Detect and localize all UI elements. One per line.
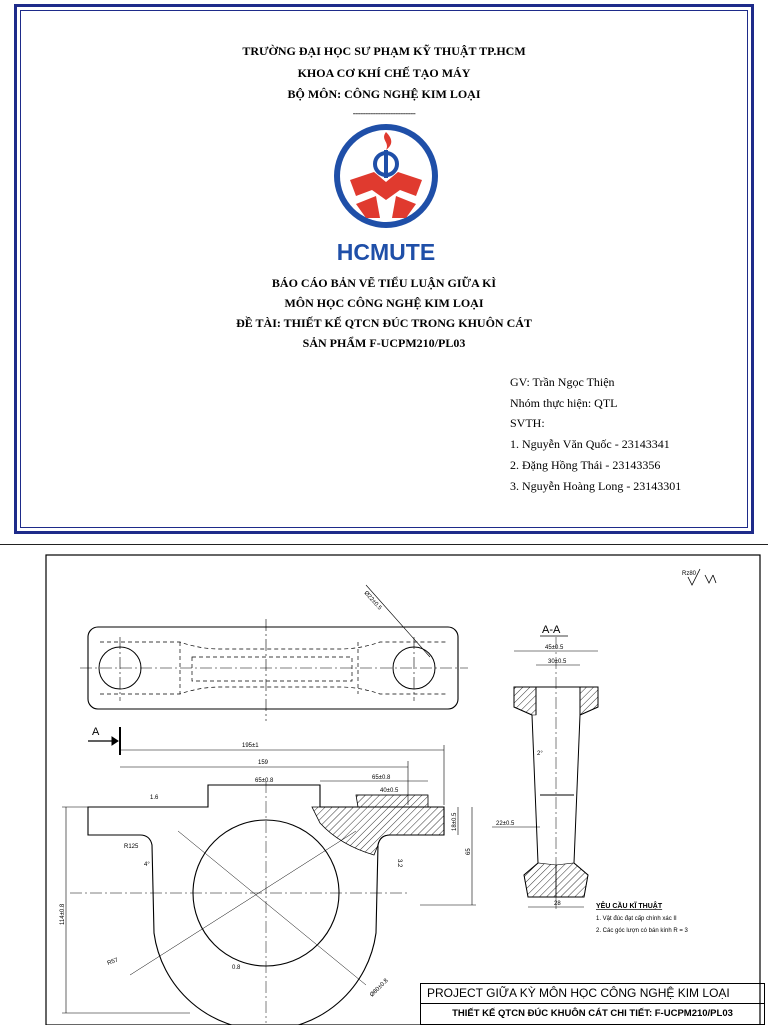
dim-label: 65±0.8 <box>255 778 274 784</box>
dim-label: R57 <box>107 957 120 967</box>
dim-label: 45±0.5 <box>545 645 564 651</box>
svg-text:Rz80: Rz80 <box>682 571 697 577</box>
roughness-symbol: Rz80 <box>682 568 717 586</box>
section-title: A-A <box>542 624 561 636</box>
lecturer: GV: Trần Ngọc Thiện <box>510 375 615 389</box>
student-item: 2. Đặng Hồng Thái - 23143356 <box>510 458 661 472</box>
section-marker <box>88 727 121 755</box>
section-marker-label: A <box>92 726 100 738</box>
dim-label: Ø22±0.5 <box>363 590 383 612</box>
cover-page: TRƯỜNG ĐẠI HỌC SƯ PHẠM KỸ THUẬT TP.HCM K… <box>14 4 754 534</box>
product-name: SẢN PHẨM F-UCPM210/PL03 <box>302 336 466 350</box>
students-label: SVTH: <box>510 416 545 430</box>
faculty-name: KHOA CƠ KHÍ CHẾ TẠO MÁY <box>297 66 471 80</box>
drawing-border <box>45 554 761 1026</box>
dim-label: 30±0.5 <box>548 659 567 665</box>
dim-label: 65±0.8 <box>372 775 391 781</box>
dim-label: 40±0.5 <box>380 788 399 794</box>
dim-label: 3.2 <box>396 859 402 868</box>
dim-label: Ø80±0.8 <box>369 977 390 998</box>
requirements-title: YÊU CẦU KĨ THUẬT <box>596 900 663 910</box>
cover-frame-outer <box>14 4 754 534</box>
topic-title: ĐỀ TÀI: THIẾT KẾ QTCN ĐÚC TRONG KHUÔN CÁ… <box>236 316 532 330</box>
hcmute-logo: HCMUTE <box>334 124 438 265</box>
dim-label: 114±0.8 <box>60 903 66 925</box>
title-block-title: PROJECT GIỮA KỲ MÔN HỌC CÔNG NGHỆ KIM LO… <box>420 983 765 1004</box>
dim-label: 28 <box>554 901 561 907</box>
university-name: TRƯỜNG ĐẠI HỌC SƯ PHẠM KỸ THUẬT TP.HCM <box>242 44 526 58</box>
dim-label: 159 <box>258 760 269 766</box>
dim-label: 195±1 <box>242 743 259 749</box>
hatch-a-a <box>579 686 599 716</box>
dim-label: R125 <box>124 844 139 850</box>
student-item: 3. Nguyễn Hoàng Long - 23143301 <box>510 479 682 493</box>
technical-drawing: Rz80 Ø22±0.5 <box>45 554 761 1030</box>
hatched-section <box>311 794 445 856</box>
dim-label: 1.6 <box>150 795 159 801</box>
cover-frame-inner <box>20 10 748 528</box>
dim-label: 22±0.5 <box>496 821 515 827</box>
dim-label: 18±0.5 <box>452 812 458 831</box>
report-title: BÁO CÁO BẢN VẼ TIỂU LUẬN GIỮA KÌ <box>271 276 497 290</box>
hatch-a-a <box>523 862 557 898</box>
hatch-a-a <box>555 862 589 898</box>
header-divider: ------------------------- <box>352 108 416 118</box>
dim-label: 65 <box>466 848 472 855</box>
title-block-subtitle: THIẾT KẾ QTCN ĐÚC KHUÔN CÁT CHI TIẾT: F-… <box>420 1004 765 1025</box>
drawing-page: Rz80 Ø22±0.5 <box>0 544 768 1030</box>
logo-text: HCMUTE <box>337 239 435 265</box>
group-name: Nhóm thực hiện: QTL <box>510 396 618 410</box>
dim-label: 0.8 <box>232 965 241 971</box>
requirement-item: 2. Các góc lượn có bán kính R = 3 <box>596 928 688 934</box>
dim-label: 2° <box>537 751 543 757</box>
course-name: MÔN HỌC CÔNG NGHỆ KIM LOẠI <box>284 296 484 310</box>
top-view <box>80 584 468 721</box>
hatch-a-a <box>513 686 537 716</box>
department-name: BỘ MÔN: CÔNG NGHỆ KIM LOẠI <box>287 87 481 101</box>
dim-label: 4° <box>144 862 150 868</box>
student-item: 1. Nguyễn Văn Quốc - 23143341 <box>510 437 670 451</box>
requirement-item: 1. Vật đúc đạt cấp chính xác II <box>596 916 677 922</box>
